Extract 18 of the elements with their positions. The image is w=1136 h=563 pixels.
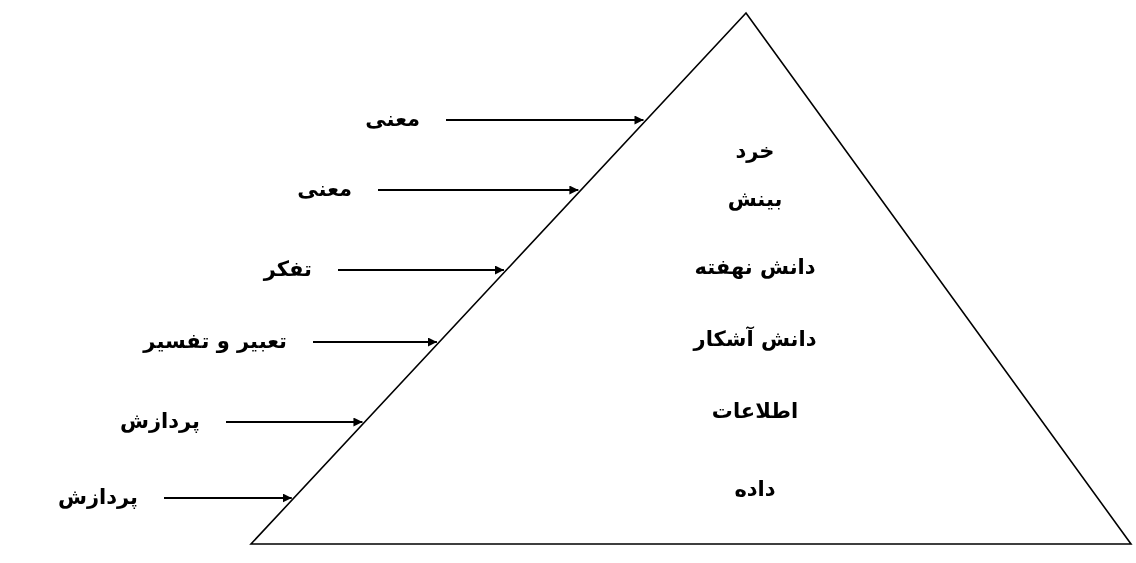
level-label: دانش آشکار (693, 327, 817, 353)
arrow (225, 417, 364, 427)
process-label: پردازش (58, 485, 138, 511)
arrow (337, 265, 505, 275)
arrow (445, 115, 645, 125)
level-label: خرد (735, 139, 775, 165)
level-label: اطلاعات (711, 399, 799, 425)
level-label: دانش نهفته (694, 255, 816, 281)
process-label: تفکر (263, 257, 312, 283)
process-label: تعبیر و تفسیر (143, 329, 287, 355)
process-label: معنی (297, 177, 352, 203)
arrow (163, 493, 293, 503)
process-label: معنی (365, 107, 420, 133)
arrow (377, 185, 580, 195)
level-label: داده (734, 477, 776, 503)
arrow (312, 337, 438, 347)
level-label: بینش (727, 187, 783, 213)
process-label: پردازش (120, 409, 200, 435)
